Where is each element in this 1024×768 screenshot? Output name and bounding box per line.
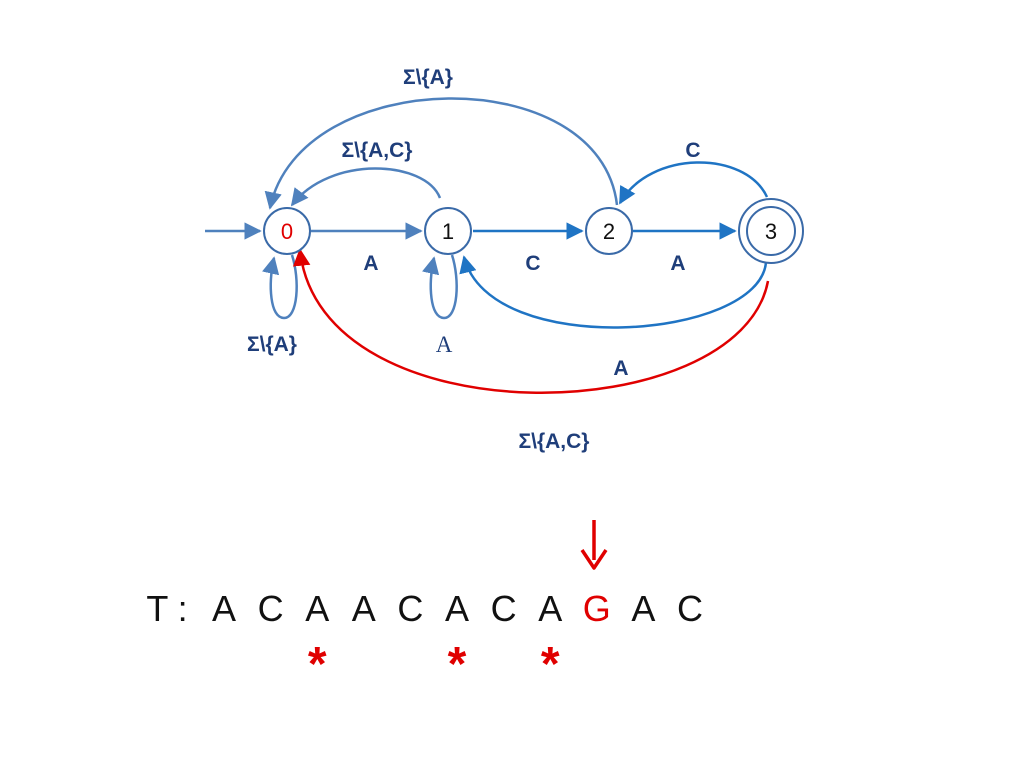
- edge-3-to-1: [459, 255, 768, 329]
- text-char: C: [677, 588, 703, 629]
- state-2-label: 2: [603, 219, 615, 244]
- edge-1-to-0-label: Σ\{A,C}: [342, 139, 413, 162]
- state-0: 0: [263, 207, 311, 255]
- edge-3-to-2-label: C: [685, 139, 700, 162]
- match-marker: *: [541, 638, 560, 691]
- edge-0-to-1-label: A: [363, 252, 378, 275]
- edge-3-to-0-label: Σ\{A,C}: [519, 430, 590, 453]
- state-1: 1: [424, 207, 472, 255]
- edge-0-self-loop: [262, 254, 298, 320]
- state-0-label: 0: [281, 219, 293, 244]
- edge-2-to-0-label: Σ\{A}: [403, 66, 453, 89]
- text-char: C: [491, 588, 517, 629]
- edge-3-to-2: [618, 161, 769, 205]
- text-char: C: [397, 588, 423, 629]
- text-prefix: T :: [146, 588, 187, 629]
- text-char: A: [538, 588, 562, 629]
- match-marker: *: [308, 638, 327, 691]
- edge-1-self-loop-label: A: [436, 332, 453, 357]
- edge-2-to-0: [264, 97, 619, 210]
- edge-0-self-loop-label: Σ\{A}: [247, 333, 297, 356]
- edge-3-to-0: [292, 248, 770, 394]
- edge-3-to-1-label: A: [613, 357, 628, 380]
- text-char: A: [352, 588, 376, 629]
- edge-1-to-0: [290, 167, 442, 207]
- edge-1-to-2-label: C: [525, 252, 540, 275]
- edge-2-to-3-label: A: [670, 252, 685, 275]
- text-char: A: [631, 588, 655, 629]
- current-position-arrow: [580, 520, 608, 570]
- text-char: C: [258, 588, 284, 629]
- text-char-highlighted: G: [583, 588, 611, 629]
- state-3-label: 3: [765, 219, 777, 244]
- state-3: 3: [738, 198, 804, 264]
- state-2: 2: [585, 207, 633, 255]
- text-char: A: [445, 588, 469, 629]
- edge-1-self-loop: [422, 254, 458, 320]
- state-1-label: 1: [442, 219, 454, 244]
- text-char: A: [305, 588, 329, 629]
- match-marker: *: [448, 638, 467, 691]
- text-char: A: [212, 588, 236, 629]
- match-markers: * * *: [308, 638, 560, 691]
